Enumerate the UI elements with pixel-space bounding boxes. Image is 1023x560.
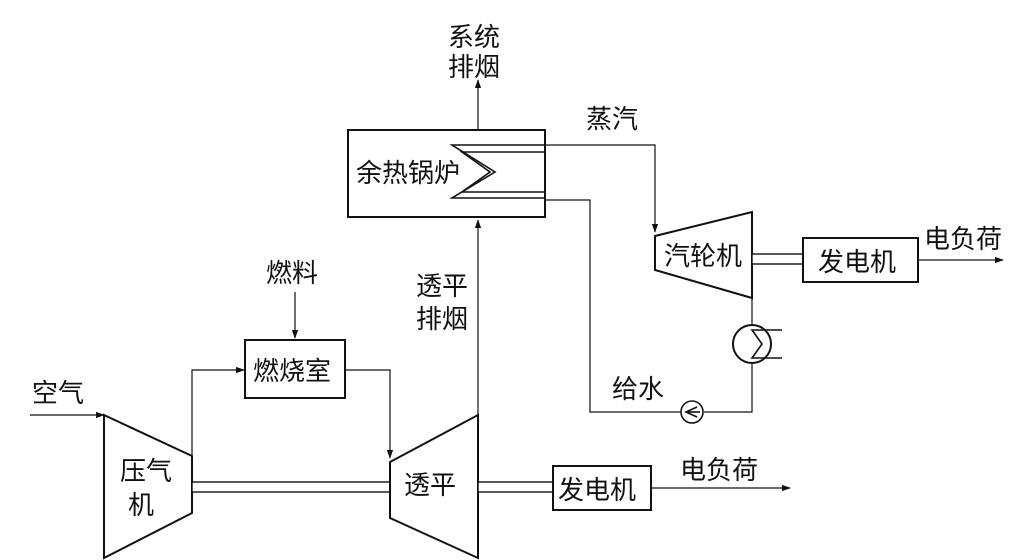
compressor — [103, 413, 193, 560]
gas-turbine-label: 透平 — [404, 471, 456, 501]
combustor — [244, 339, 346, 399]
combustor-to-turbine-line — [345, 369, 394, 459]
compressor-label-line1: 压气 — [120, 457, 172, 487]
steam-line — [545, 144, 659, 233]
steam-generator-shaft — [751, 253, 804, 265]
system-exhaust-label-line2: 排烟 — [448, 53, 500, 83]
hrsg-coil-inner-icon — [459, 151, 545, 193]
turbine-exhaust-label-line2: 排烟 — [416, 305, 468, 335]
gas-generator-label: 发电机 — [558, 476, 636, 506]
condensate-line — [704, 363, 753, 413]
steam-turbine-label: 汽轮机 — [664, 242, 742, 272]
hrsg-coil-icon — [449, 144, 545, 199]
combustor-label: 燃烧室 — [253, 357, 331, 387]
system-exhaust-label-line1: 系统 — [448, 23, 500, 53]
gas-generator-shaft — [477, 481, 554, 493]
condenser-coil-icon — [750, 329, 782, 359]
steam-label: 蒸汽 — [586, 105, 638, 135]
feedwater-line — [545, 199, 681, 413]
gas-turbine — [389, 413, 479, 560]
air-to-combustor-line — [191, 366, 245, 464]
steam-load-label: 电负荷 — [924, 225, 1002, 255]
fuel-label: 燃料 — [266, 259, 318, 289]
compressor-label-line2: 机 — [128, 491, 154, 521]
hrsg-label: 余热锅炉 — [356, 159, 460, 189]
gas-shaft — [191, 481, 391, 493]
gas-load-label: 电负荷 — [680, 456, 758, 486]
gas-generator — [552, 465, 652, 511]
steam-generator — [802, 237, 919, 283]
feedwater-label: 给水 — [612, 375, 664, 405]
turbine-exhaust-label-line1: 透平 — [416, 272, 468, 302]
steam-generator-label: 发电机 — [818, 248, 896, 278]
air-label: 空气 — [32, 379, 84, 409]
